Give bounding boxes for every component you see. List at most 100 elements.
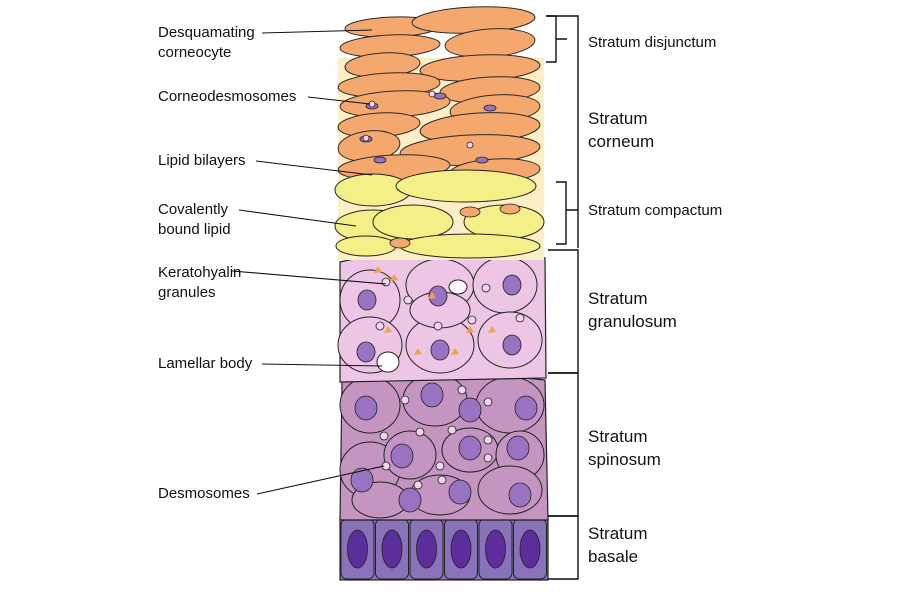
label-keratohyalin-granules: Keratohyalin granules <box>158 263 241 303</box>
corneocyte <box>389 237 411 249</box>
label-desquamating-corneocyte: Desquamating corneocyte <box>158 23 255 63</box>
basal-nucleus <box>381 529 403 569</box>
leader-lipid-bilayers <box>255 160 373 176</box>
spinous-nucleus <box>350 467 374 493</box>
stratum-spinosum-cells <box>339 373 549 521</box>
keratohyalin-granule <box>374 266 382 273</box>
bracket-disjunctum <box>546 15 567 63</box>
stratum-granulosum-cells <box>337 253 547 383</box>
label-line: granulosum <box>588 312 677 331</box>
desmosome <box>375 321 385 331</box>
layer-brackets <box>546 15 579 580</box>
basal-nucleus <box>450 529 472 569</box>
nucleus-remnant <box>483 104 497 112</box>
label-stratum-granulosum: Stratum granulosum <box>588 287 677 333</box>
desmosome <box>447 425 457 435</box>
corneodesmosome <box>466 141 474 149</box>
label-line: corneocyte <box>158 44 232 61</box>
desmosome <box>435 461 445 471</box>
lamellar-body <box>448 279 468 295</box>
spinous-nucleus <box>458 435 482 461</box>
leader-keratohyalin <box>231 270 387 285</box>
corneocyte <box>459 206 481 218</box>
keratohyalin-granule <box>390 274 398 281</box>
label-line: Keratohyalin <box>158 264 242 281</box>
desmosome <box>483 397 493 407</box>
label-line: corneum <box>588 132 655 151</box>
granular-nucleus <box>356 341 376 363</box>
bracket-basale <box>548 515 579 580</box>
nucleus-remnant <box>475 156 489 164</box>
spinous-nucleus <box>398 487 422 513</box>
spinous-nucleus <box>420 382 444 408</box>
spinous-nucleus <box>354 395 378 421</box>
desmosome <box>433 321 443 331</box>
leader-lamellar <box>261 363 383 367</box>
label-line: Desquamating <box>158 24 255 41</box>
desmosome <box>381 277 391 287</box>
desmosome <box>515 313 525 323</box>
label-stratum-compactum: Stratum compactum <box>588 202 723 219</box>
label-line: Covalently <box>158 201 229 218</box>
basal-nucleus <box>347 529 368 569</box>
granular-nucleus <box>502 334 522 356</box>
label-lamellar-body: Lamellar body <box>158 355 253 372</box>
label-line: spinosum <box>588 450 661 469</box>
spinous-nucleus <box>514 395 538 421</box>
keratohyalin-granule <box>384 326 392 333</box>
leader-corneodesmosomes <box>307 96 371 105</box>
granular-nucleus <box>357 289 377 311</box>
desmosome <box>467 315 477 325</box>
corneodesmosome <box>428 90 436 98</box>
basal-nucleus <box>485 529 506 569</box>
label-line: basale <box>588 547 639 566</box>
leader-lines <box>231 29 387 495</box>
nucleus-remnant <box>373 156 387 164</box>
desmosome <box>483 453 493 463</box>
nucleus-remnant <box>433 92 447 100</box>
spinous-nucleus <box>448 479 472 505</box>
corneocyte <box>499 203 521 215</box>
label-lipid-bilayers: Lipid bilayers <box>158 152 246 169</box>
leader-covalently-bound <box>238 209 357 227</box>
desmosome <box>403 295 413 305</box>
keratohyalin-granule <box>466 326 474 333</box>
keratohyalin-granule <box>488 326 496 333</box>
label-desmosomes: Desmosomes <box>158 485 250 502</box>
label-stratum-corneum: Stratum corneum <box>588 107 654 153</box>
desmosome <box>437 475 447 485</box>
label-line: Stratum <box>588 289 648 308</box>
bracket-compactum <box>556 181 578 245</box>
spinous-nucleus <box>508 482 532 508</box>
granular-nucleus <box>430 339 450 361</box>
granular-nucleus <box>428 285 448 307</box>
lamellar-body <box>376 351 400 373</box>
keratohyalin-granule <box>451 348 459 355</box>
spinous-nucleus <box>390 443 414 469</box>
desmosome <box>457 385 467 395</box>
desmosome <box>483 435 493 445</box>
label-line: granules <box>158 284 216 301</box>
desmosome <box>379 431 389 441</box>
corneodesmosome <box>362 134 370 142</box>
label-corneodesmosomes: Corneodesmosomes <box>158 88 297 105</box>
desmosome <box>481 283 491 293</box>
compactum-cell <box>372 204 454 240</box>
keratohyalin-granule <box>428 292 436 299</box>
label-line: Stratum <box>588 427 648 446</box>
bracket-corneum <box>546 15 579 248</box>
label-line: bound lipid <box>158 221 231 238</box>
compactum-cell <box>399 233 541 259</box>
leader-desquamating <box>261 29 373 34</box>
bracket-spinosum <box>548 372 579 517</box>
compactum-cell <box>395 169 537 203</box>
basal-nucleus <box>416 529 437 569</box>
label-stratum-spinosum: Stratum spinosum <box>588 425 661 471</box>
spinous-nucleus <box>506 435 530 461</box>
granular-nucleus <box>502 274 522 296</box>
spinous-nucleus <box>458 397 482 423</box>
label-stratum-disjunctum: Stratum disjunctum <box>588 34 717 51</box>
label-stratum-basale: Stratum basale <box>588 522 648 568</box>
label-line: Stratum <box>588 109 648 128</box>
